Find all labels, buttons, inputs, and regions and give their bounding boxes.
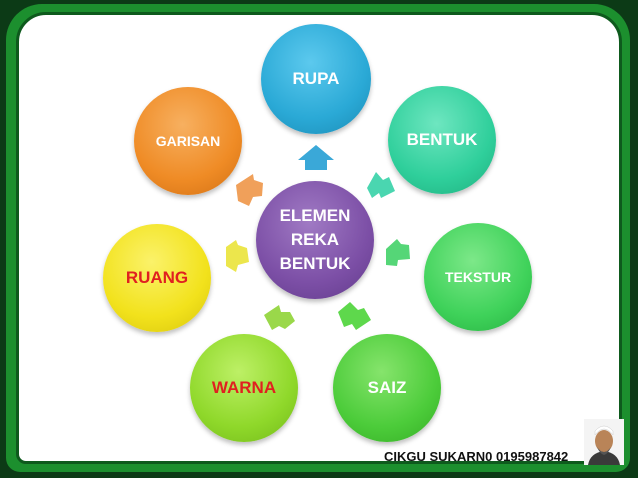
footer-credit: CIKGU SUKARN0 0195987842 (384, 449, 568, 464)
node-warna-label: WARNA (212, 378, 276, 398)
author-avatar-icon (584, 419, 624, 465)
center-line-2: REKA (291, 228, 339, 252)
center-line-3: BENTUK (280, 252, 351, 276)
node-rupa-label: RUPA (293, 69, 340, 89)
node-warna: WARNA (190, 334, 298, 442)
arrow-to-bentuk (367, 172, 395, 198)
node-tekstur-label: TEKSTUR (445, 269, 511, 285)
node-bentuk: BENTUK (388, 86, 496, 194)
node-saiz: SAIZ (333, 334, 441, 442)
arrow-to-warna (264, 305, 295, 330)
node-saiz-label: SAIZ (368, 378, 407, 398)
arrow-to-saiz (338, 302, 371, 330)
node-rupa: RUPA (261, 24, 371, 134)
node-tekstur: TEKSTUR (424, 223, 532, 331)
arrow-to-rupa (298, 145, 334, 170)
node-garisan-label: GARISAN (156, 133, 221, 149)
node-ruang-label: RUANG (126, 268, 188, 288)
node-bentuk-label: BENTUK (407, 130, 478, 150)
arrow-to-garisan (236, 174, 263, 206)
arrow-to-ruang (226, 240, 249, 272)
arrow-to-tekstur (386, 239, 410, 266)
center-node: ELEMEN REKA BENTUK (256, 181, 374, 299)
node-ruang: RUANG (103, 224, 211, 332)
center-line-1: ELEMEN (280, 204, 351, 228)
node-garisan: GARISAN (134, 87, 242, 195)
